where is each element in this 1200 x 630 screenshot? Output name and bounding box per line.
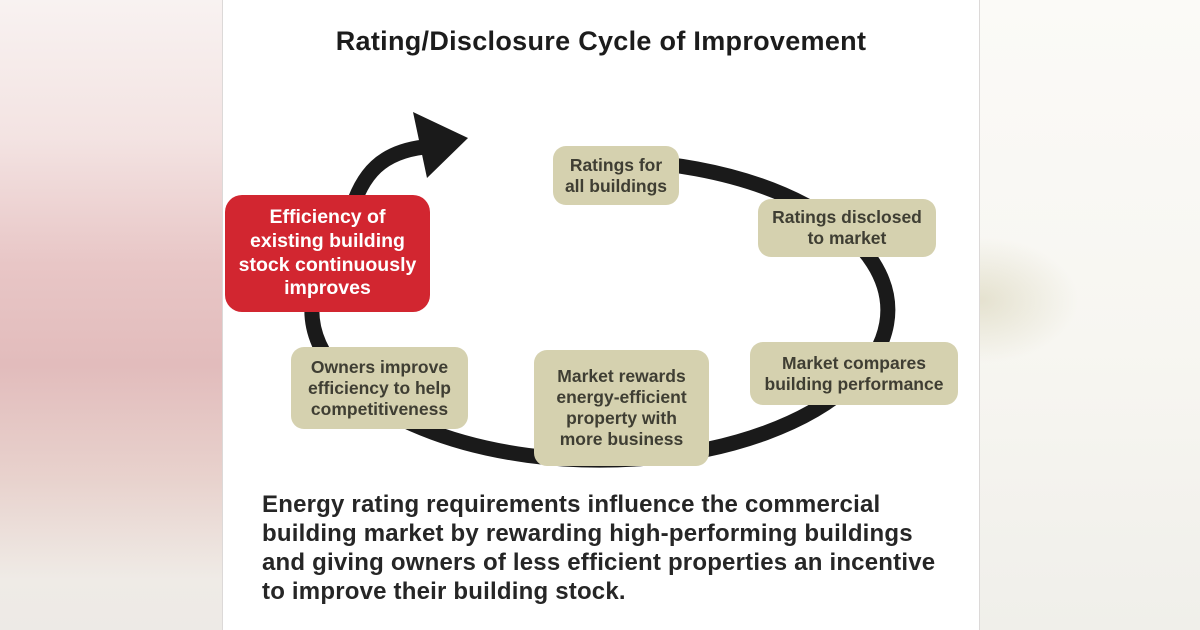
diagram-panel — [222, 0, 980, 630]
caption-text: Energy rating requirements influence the… — [262, 491, 936, 605]
step-box-ratings-for-all-buildings: Ratings for all buildings — [553, 146, 679, 205]
cycle-arrowhead-icon — [413, 112, 468, 178]
step-box-market-compares-building-performance: Market compares building performance — [750, 342, 958, 405]
blurred-left-background — [0, 0, 222, 630]
step-box-owners-improve-efficiency: Owners improve efficiency to help compet… — [291, 347, 468, 429]
blurred-right-background — [980, 0, 1200, 630]
diagram-title: Rating/Disclosure Cycle of Improvement — [335, 26, 867, 56]
step-box-market-rewards-energy-efficient: Market rewards energy-efficient property… — [534, 350, 709, 466]
highlight-box-efficiency-improves: Efficiency of existing building stock co… — [225, 195, 430, 312]
step-box-ratings-disclosed-to-market: Ratings disclosed to market — [758, 199, 936, 257]
